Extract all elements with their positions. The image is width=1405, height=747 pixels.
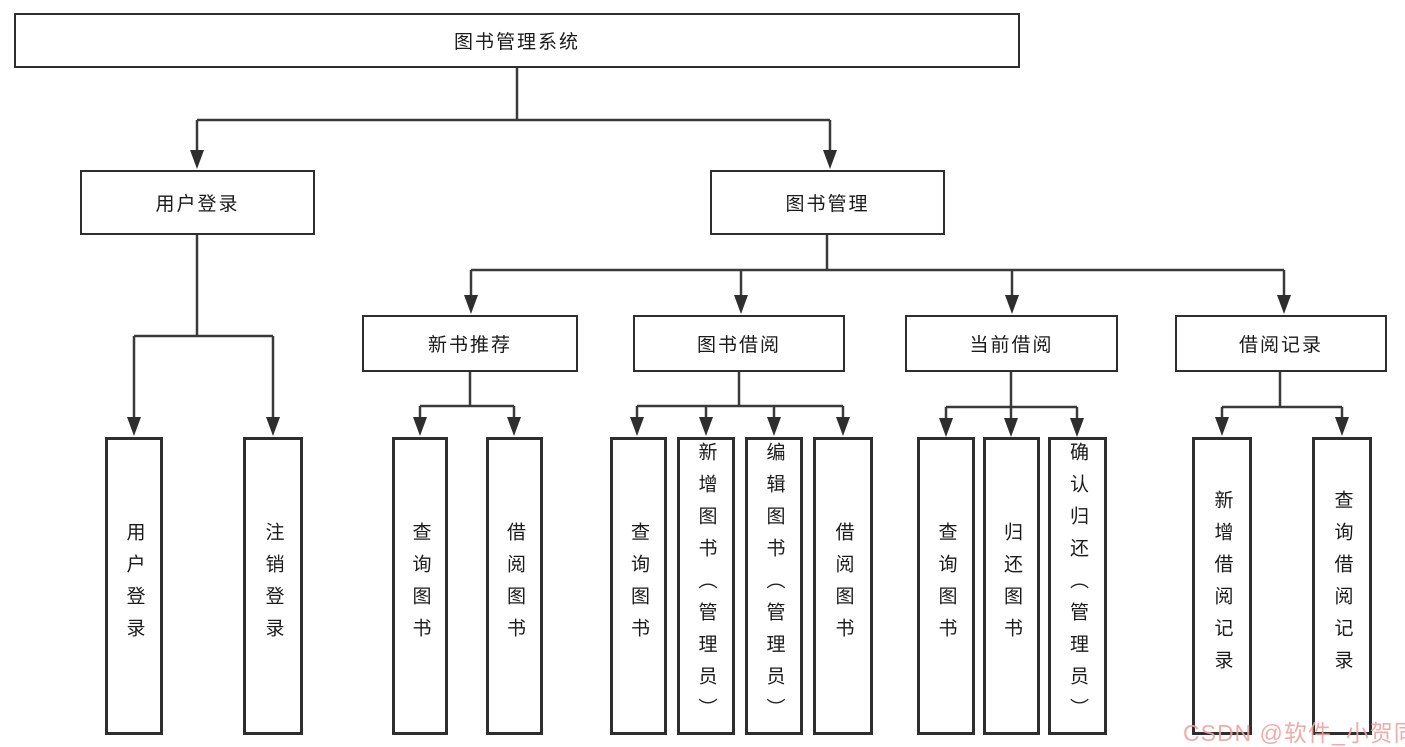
- node-borrow-records-label: 借阅记录: [1238, 335, 1323, 356]
- leaf-bb-query-books-label: 查询图书: [628, 522, 649, 650]
- leaf-bb-edit-books-admin-label: 编辑图书（管理员）: [763, 442, 785, 730]
- leaf-user-login: 用户登录: [105, 437, 163, 735]
- leaf-logout-label: 注销登录: [262, 522, 284, 650]
- node-book-management-label: 图书管理: [785, 194, 870, 215]
- leaf-cb-return-books-label: 归还图书: [1001, 522, 1022, 650]
- watermark: CSDN @软件_小贺同学: [1183, 720, 1405, 746]
- leaf-bb-borrow-books-label: 借阅图书: [832, 522, 854, 650]
- leaf-nb-query-books: 查询图书: [392, 437, 448, 735]
- node-user-login: 用户登录: [80, 170, 315, 235]
- node-book-management: 图书管理: [710, 170, 945, 235]
- leaf-rec-add-record: 新增借阅记录: [1192, 437, 1252, 735]
- node-current-borrow: 当前借阅: [905, 315, 1118, 372]
- leaf-nb-borrow-books-label: 借阅图书: [504, 522, 525, 650]
- node-user-login-label: 用户登录: [155, 194, 240, 215]
- leaf-cb-query-books: 查询图书: [917, 437, 975, 735]
- leaf-cb-confirm-return-admin: 确认归还（管理员）: [1048, 437, 1107, 735]
- leaf-rec-query-record: 查询借阅记录: [1312, 437, 1372, 735]
- leaf-nb-borrow-books: 借阅图书: [486, 437, 543, 735]
- node-book-borrow: 图书借阅: [633, 315, 845, 372]
- leaf-cb-query-books-label: 查询图书: [935, 522, 957, 650]
- leaf-rec-query-record-label: 查询借阅记录: [1331, 490, 1353, 682]
- leaf-bb-edit-books-admin: 编辑图书（管理员）: [745, 437, 803, 735]
- leaf-rec-add-record-label: 新增借阅记录: [1211, 490, 1233, 682]
- node-root-label: 图书管理系统: [453, 32, 580, 53]
- leaf-user-login-label: 用户登录: [123, 522, 145, 650]
- node-new-book-recommend: 新书推荐: [362, 315, 578, 372]
- leaf-bb-query-books: 查询图书: [610, 437, 667, 735]
- leaf-cb-confirm-return-admin-label: 确认归还（管理员）: [1067, 442, 1088, 730]
- node-borrow-records: 借阅记录: [1175, 315, 1387, 372]
- leaf-logout: 注销登录: [243, 437, 303, 735]
- node-book-borrow-label: 图书借阅: [696, 335, 781, 356]
- leaf-bb-add-books-admin: 新增图书（管理员）: [677, 437, 735, 735]
- node-new-book-recommend-label: 新书推荐: [427, 335, 512, 356]
- leaf-bb-add-books-admin-label: 新增图书（管理员）: [695, 442, 717, 730]
- leaf-bb-borrow-books: 借阅图书: [813, 437, 873, 735]
- node-current-borrow-label: 当前借阅: [969, 335, 1054, 356]
- leaf-cb-return-books: 归还图书: [983, 437, 1040, 735]
- node-root: 图书管理系统: [14, 13, 1020, 68]
- leaf-nb-query-books-label: 查询图书: [409, 522, 431, 650]
